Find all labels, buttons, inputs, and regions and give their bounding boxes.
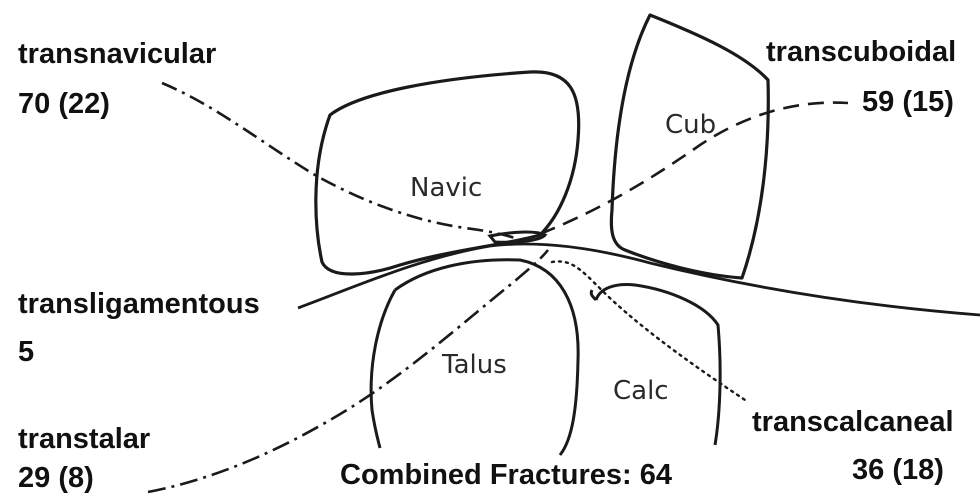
talus-label: Talus: [442, 352, 507, 378]
talus-left-edge: [371, 290, 395, 448]
transcuboidal-count: 59 (15): [862, 88, 954, 117]
calcaneus-hook: [591, 290, 596, 300]
transnavicular-count: 70 (22): [18, 90, 110, 119]
transnavicular-title: transnavicular: [18, 40, 216, 69]
cuboid-label: Cub: [665, 112, 716, 138]
transcuboidal-title: transcuboidal: [766, 38, 956, 67]
transcalcaneal-count: 36 (18): [852, 456, 944, 485]
combined-fractures-total: Combined Fractures: 64: [340, 461, 672, 490]
cuboid-outline: [611, 15, 768, 278]
transtalar-count: 29 (8): [18, 464, 94, 493]
transcalcaneal-title: transcalcaneal: [752, 408, 954, 437]
navicular-label: Navic: [410, 175, 482, 201]
calcaneus-outline: [596, 285, 720, 445]
transligamentous-count: 5: [18, 338, 34, 367]
transnavicular-line: [162, 83, 515, 238]
calcaneus-label: Calc: [613, 378, 669, 404]
transtalar-title: transtalar: [18, 425, 150, 454]
transligamentous-title: transligamentous: [18, 290, 260, 319]
